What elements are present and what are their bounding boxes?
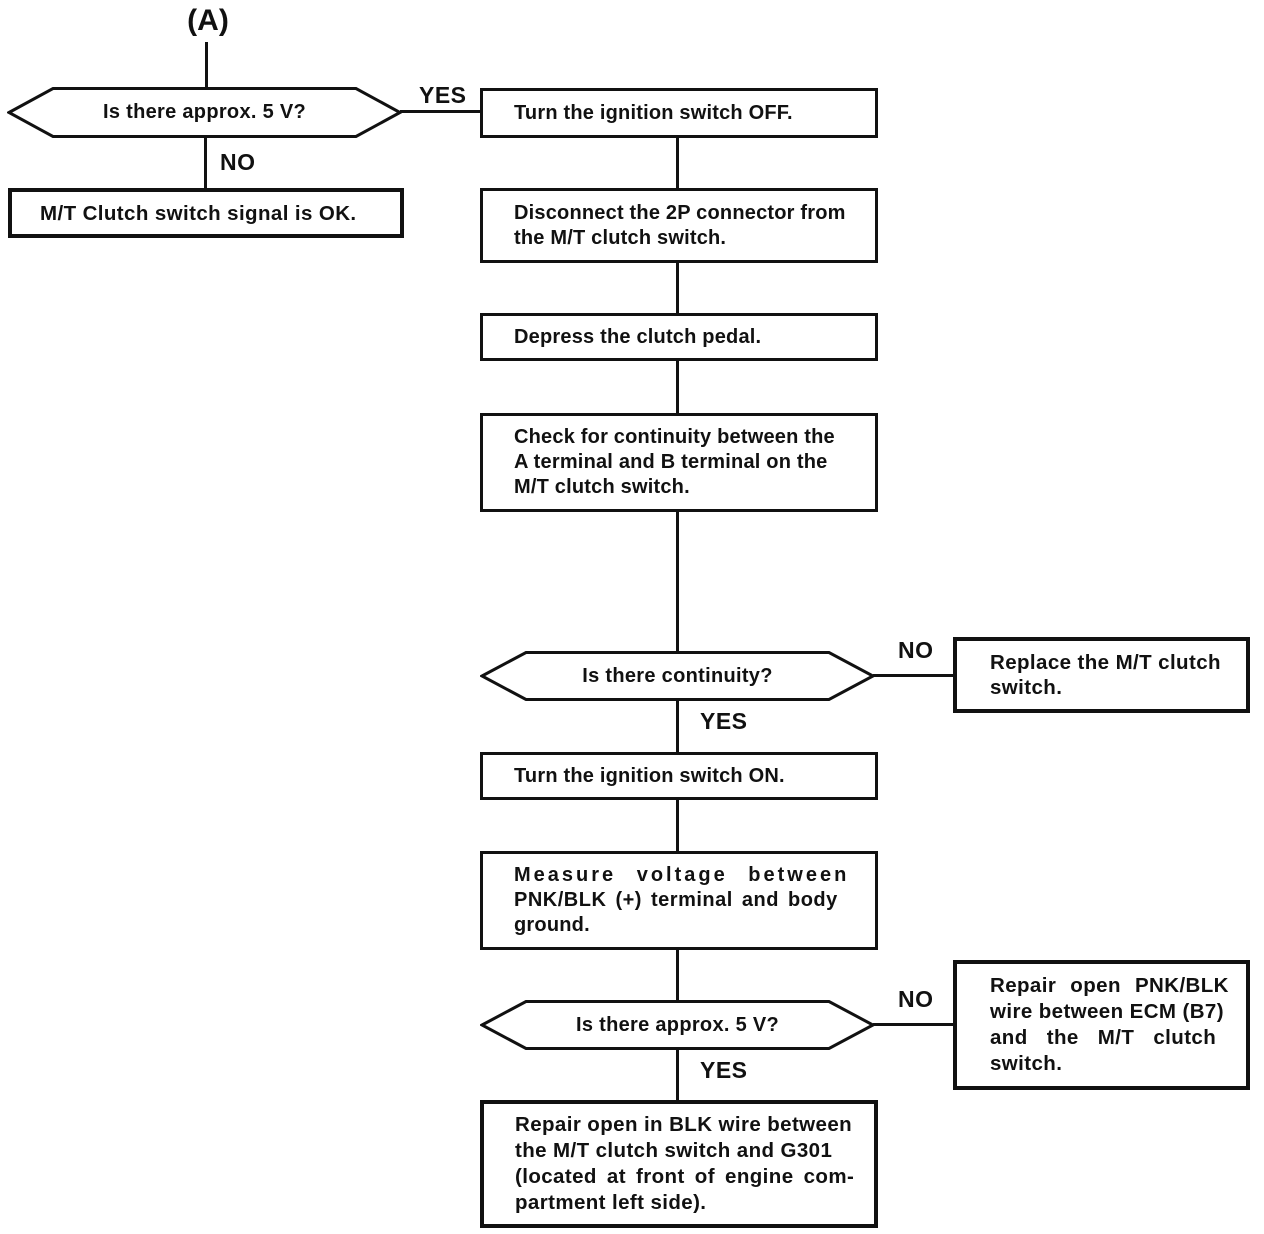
- process-text-line: the M/T clutch switch.: [514, 226, 727, 249]
- branch-label-yes-top: YES: [419, 82, 467, 108]
- connector-decision-to-repair: [676, 1049, 679, 1101]
- action-text-line: switch.: [990, 676, 1063, 699]
- branch-label-yes-continuity: YES: [700, 708, 748, 734]
- terminal-text: M/T Clutch switch signal is OK.: [40, 201, 357, 225]
- action-text-line: Replace the M/T clutch: [990, 651, 1221, 674]
- decision-text: Is there continuity?: [582, 664, 773, 687]
- action-text-line: Repair open in BLK wire between: [515, 1113, 853, 1136]
- process-text: Turn the ignition switch OFF.: [514, 101, 793, 124]
- process-text: Turn the ignition switch ON.: [514, 764, 785, 787]
- action-text-line: (located at front of engine com-: [515, 1165, 855, 1188]
- process-text: Depress the clutch pedal.: [514, 325, 762, 348]
- process-check-continuity: Check for continuity between the A termi…: [480, 413, 878, 512]
- process-text-line: A terminal and B terminal on the: [514, 451, 828, 473]
- decision-continuity: Is there continuity?: [480, 651, 875, 701]
- process-turn-ignition-on: Turn the ignition switch ON.: [480, 752, 878, 800]
- connector-measure-to-decision: [676, 949, 679, 1001]
- action-text-line: switch.: [990, 1052, 1063, 1075]
- action-repair-blk-wire: Repair open in BLK wire between the M/T …: [480, 1100, 878, 1228]
- terminal-signal-ok: M/T Clutch switch signal is OK.: [8, 188, 404, 238]
- connector-turnon-to-measure: [676, 799, 679, 852]
- connector-decision-to-turnon: [676, 700, 679, 753]
- connector-check-to-decision: [676, 511, 679, 652]
- action-text-line: and the M/T clutch: [990, 1026, 1217, 1049]
- action-replace-clutch-switch: Replace the M/T clutch switch.: [953, 637, 1250, 713]
- connector-turnoff-to-disconnect: [676, 137, 679, 189]
- connector-no-continuity: [873, 674, 955, 677]
- branch-label-no-bottom: NO: [898, 986, 934, 1012]
- branch-label-no-top: NO: [220, 149, 256, 175]
- process-text-line: M/T clutch switch.: [514, 476, 690, 498]
- decision-approx-5v-top: Is there approx. 5 V?: [7, 87, 402, 138]
- process-text-line: Measure voltage between: [514, 864, 850, 886]
- connector-depress-to-check: [676, 360, 679, 414]
- process-turn-ignition-off: Turn the ignition switch OFF.: [480, 88, 878, 138]
- process-measure-voltage: Measure voltage between PNK/BLK (+) term…: [480, 851, 878, 950]
- branch-label-no-continuity: NO: [898, 637, 934, 663]
- connector-disconnect-to-depress: [676, 262, 679, 314]
- decision-approx-5v-bottom: Is there approx. 5 V?: [480, 1000, 875, 1050]
- process-text-line: Disconnect the 2P connector from: [514, 201, 846, 224]
- decision-text: Is there approx. 5 V?: [575, 1013, 780, 1036]
- action-repair-pnk-blk-wire: Repair open PNK/BLK wire between ECM (B7…: [953, 960, 1250, 1090]
- entry-label: (A): [187, 4, 229, 37]
- process-depress-clutch-pedal: Depress the clutch pedal.: [480, 313, 878, 361]
- branch-label-yes-bottom: YES: [700, 1057, 748, 1083]
- action-text-line: the M/T clutch switch and G301: [515, 1139, 833, 1162]
- action-text-line: Repair open PNK/BLK: [990, 974, 1229, 997]
- process-text-line: PNK/BLK (+) terminal and body: [514, 889, 838, 911]
- action-text-line: partment left side).: [515, 1191, 707, 1214]
- connector-no-top: [204, 137, 207, 189]
- connector-entry-to-decision: [205, 42, 208, 88]
- connector-yes-top: [400, 110, 480, 113]
- process-disconnect-2p-connector: Disconnect the 2P connector from the M/T…: [480, 188, 878, 263]
- connector-no-bottom: [873, 1023, 955, 1026]
- process-text-line: ground.: [514, 914, 590, 936]
- process-text-line: Check for continuity between the: [514, 426, 835, 448]
- decision-text: Is there approx. 5 V?: [102, 101, 307, 123]
- action-text-line: wire between ECM (B7): [990, 1000, 1224, 1023]
